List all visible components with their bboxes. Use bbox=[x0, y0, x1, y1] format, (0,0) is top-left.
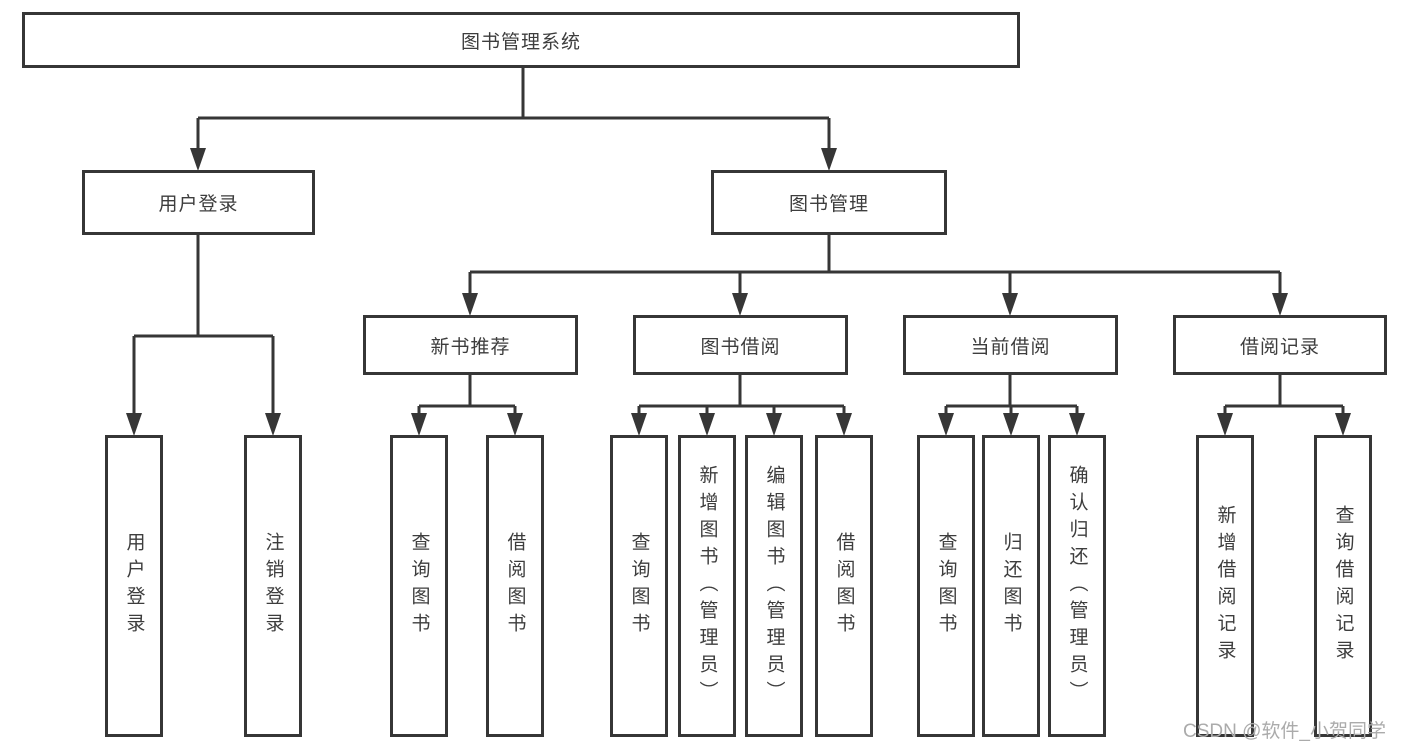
node-label: 新增图书（管理员） bbox=[696, 464, 718, 708]
node-label: 注销登录 bbox=[262, 532, 284, 640]
node-book-borrow: 图书借阅 bbox=[633, 315, 848, 375]
node-label: 当前借阅 bbox=[970, 336, 1051, 358]
node-label: 归还图书 bbox=[1000, 532, 1022, 640]
csdn-watermark: CSDN @软件_小贺同学 bbox=[1183, 721, 1386, 742]
node-label: 新书推荐 bbox=[430, 336, 511, 358]
node-user-login-leaf: 用户登录 bbox=[105, 435, 163, 737]
node-label: 用户登录 bbox=[158, 194, 239, 215]
node-library-management-system: 图书管理系统 bbox=[22, 12, 1020, 68]
node-label: 借阅记录 bbox=[1239, 336, 1320, 358]
node-add-borrow-record: 新增借阅记录 bbox=[1196, 435, 1254, 737]
node-label: 图书借阅 bbox=[700, 336, 781, 358]
node-label: 用户登录 bbox=[123, 532, 145, 640]
node-return-books: 归还图书 bbox=[982, 435, 1040, 737]
node-query-books-recommend: 查询图书 bbox=[390, 435, 448, 737]
node-add-books-admin: 新增图书（管理员） bbox=[678, 435, 736, 737]
node-borrow-books: 借阅图书 bbox=[815, 435, 873, 737]
node-label: 借阅图书 bbox=[833, 532, 855, 640]
node-borrow-books-recommend: 借阅图书 bbox=[486, 435, 544, 737]
node-new-book-recommend: 新书推荐 bbox=[363, 315, 578, 375]
node-edit-books-admin: 编辑图书（管理员） bbox=[745, 435, 803, 737]
node-label: 查询图书 bbox=[935, 532, 957, 640]
node-label: 查询借阅记录 bbox=[1332, 505, 1354, 667]
node-book-management: 图书管理 bbox=[711, 170, 947, 235]
node-current-borrow: 当前借阅 bbox=[903, 315, 1118, 375]
node-confirm-return-admin: 确认归还（管理员） bbox=[1048, 435, 1106, 737]
node-label: 借阅图书 bbox=[504, 532, 526, 640]
node-query-books-current: 查询图书 bbox=[917, 435, 975, 737]
node-label: 查询图书 bbox=[408, 532, 430, 640]
node-user-login: 用户登录 bbox=[82, 170, 315, 235]
arrowheads bbox=[126, 148, 1351, 436]
node-label: 图书管理 bbox=[788, 194, 869, 215]
node-query-borrow-record: 查询借阅记录 bbox=[1314, 435, 1372, 737]
node-label: 查询图书 bbox=[628, 532, 650, 640]
node-borrow-records: 借阅记录 bbox=[1173, 315, 1387, 375]
node-logout: 注销登录 bbox=[244, 435, 302, 737]
node-label: 图书管理系统 bbox=[460, 31, 581, 53]
node-query-books-borrow: 查询图书 bbox=[610, 435, 668, 737]
node-label: 确认归还（管理员） bbox=[1066, 464, 1088, 708]
node-label: 新增借阅记录 bbox=[1214, 505, 1236, 667]
node-label: 编辑图书（管理员） bbox=[763, 464, 785, 708]
